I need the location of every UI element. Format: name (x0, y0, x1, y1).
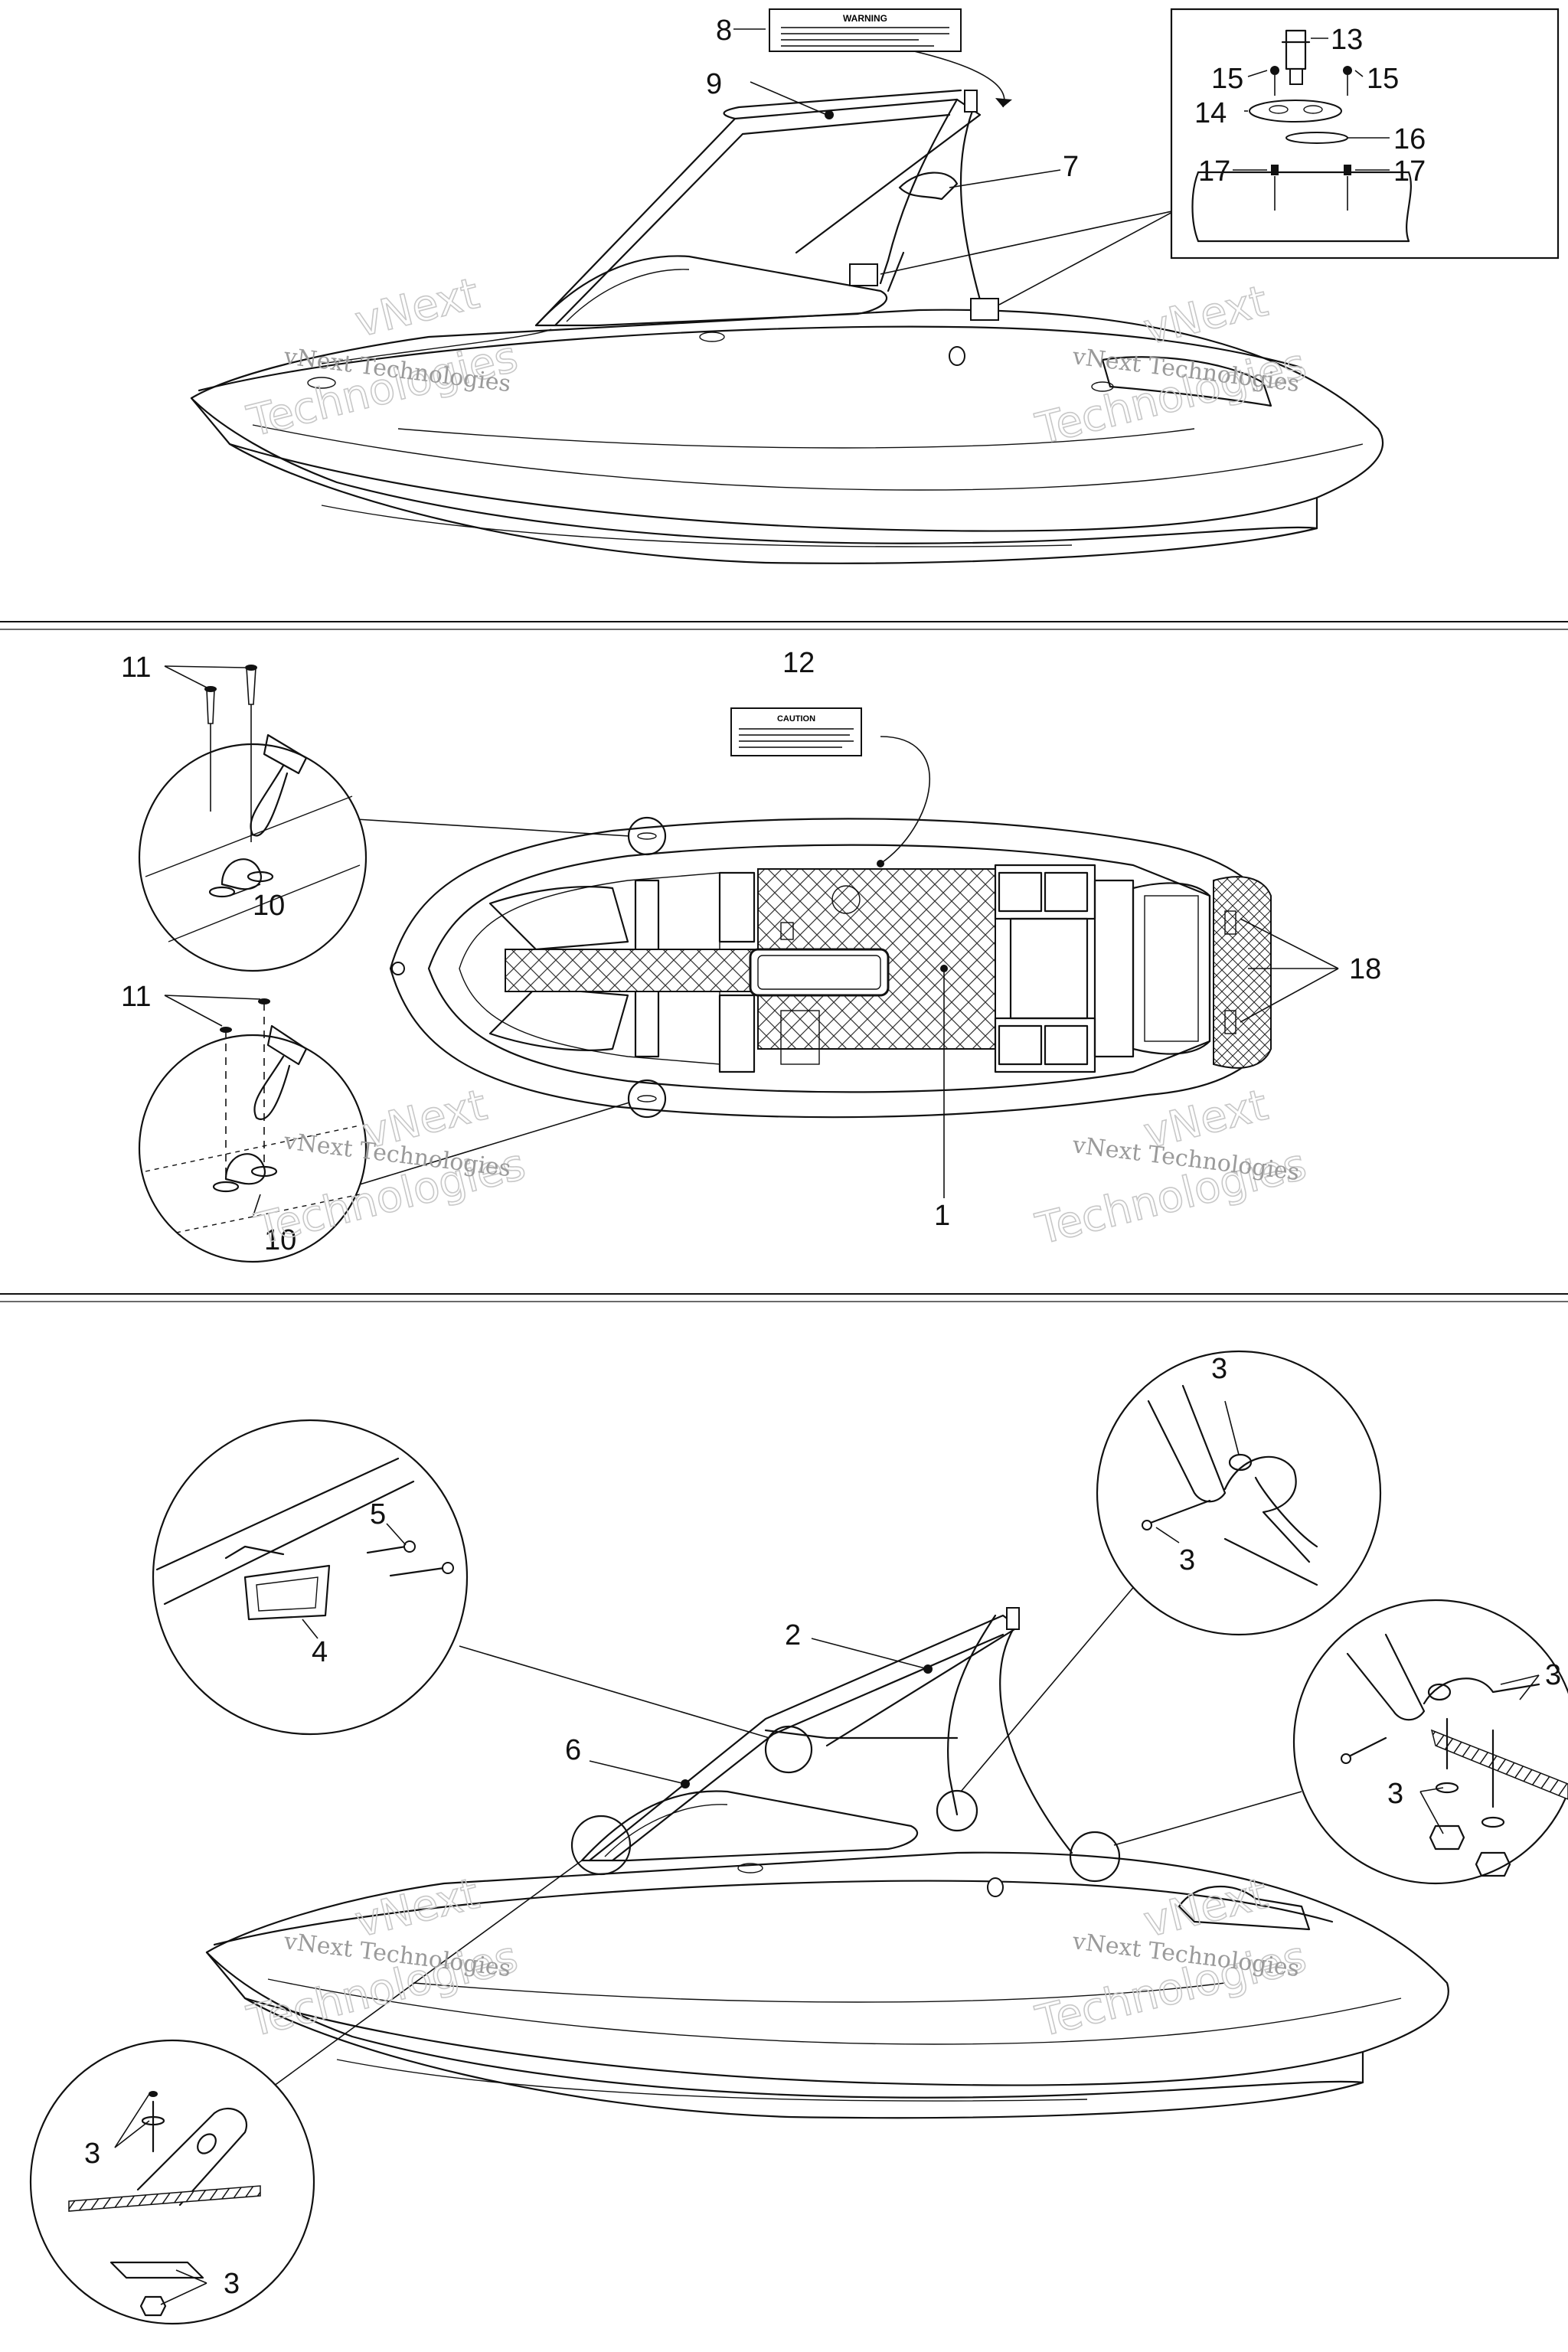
warning-decal-title: WARNING (843, 13, 887, 24)
boat-side-view-bottom (205, 1569, 1449, 2119)
callout-15a: 15 (1211, 63, 1243, 95)
watermark-mid-right: vNext Technologies vNext Technologies (1031, 1080, 1312, 1255)
callout-15b: 15 (1367, 63, 1399, 95)
cleat-detail-lower (138, 995, 368, 1263)
callout-3a: 3 (1211, 1353, 1227, 1385)
svg-text:vNext: vNext (1139, 276, 1272, 355)
section-divider-bottom (0, 1293, 1568, 1302)
callout-13: 13 (1331, 24, 1363, 56)
callout-3c: 3 (1545, 1659, 1561, 1691)
caution-decal: CAUTION (730, 707, 862, 756)
callout-7: 7 (1063, 151, 1079, 183)
svg-text:vNext: vNext (351, 1869, 484, 1948)
callout-11a: 11 (121, 652, 151, 684)
callout-10a: 10 (253, 890, 285, 922)
tower-joint-detail-lower (1292, 1599, 1568, 1885)
watermark-bottom-left: vNext Technologies vNext Technologies (242, 1868, 523, 2047)
callout-17a: 17 (1198, 155, 1230, 188)
callout-3f: 3 (224, 2268, 240, 2300)
callout-18: 18 (1349, 953, 1381, 985)
callout-12: 12 (782, 647, 815, 679)
watermark-top-right: vNext Technologies vNext Technologies (1031, 276, 1312, 455)
mirror-detail (152, 1419, 469, 1736)
callout-14: 14 (1194, 97, 1227, 129)
boat-side-view-top (190, 35, 1384, 564)
warning-decal: WARNING (733, 8, 962, 52)
caution-decal-title: CAUTION (777, 714, 815, 724)
callout-9: 9 (706, 68, 722, 100)
callout-3b: 3 (1179, 1544, 1195, 1576)
tower-fitting-inset (1170, 8, 1560, 260)
callout-16: 16 (1393, 123, 1426, 155)
watermark-top-left: vNext Technologies vNext Technologies (242, 268, 523, 447)
tower-base-detail (29, 2039, 315, 2325)
callout-1: 1 (934, 1200, 950, 1232)
callout-11b: 11 (121, 981, 151, 1013)
cleat-detail-upper (138, 665, 368, 972)
tower-joint-detail-upper (1096, 1350, 1382, 1636)
callout-4: 4 (312, 1636, 328, 1668)
callout-3d: 3 (1387, 1778, 1403, 1810)
callout-6: 6 (565, 1734, 581, 1766)
callout-2: 2 (785, 1619, 801, 1651)
svg-text:vNext: vNext (1139, 1869, 1272, 1948)
callout-5: 5 (370, 1498, 386, 1530)
callout-10b: 10 (264, 1224, 296, 1256)
callout-3e: 3 (84, 2138, 100, 2170)
section-divider-top (0, 621, 1568, 630)
boat-top-view (351, 708, 1339, 1198)
watermark-bottom-right: vNext Technologies vNext Technologies (1031, 1868, 1312, 2047)
callout-17b: 17 (1393, 155, 1426, 188)
callout-8: 8 (716, 15, 732, 47)
